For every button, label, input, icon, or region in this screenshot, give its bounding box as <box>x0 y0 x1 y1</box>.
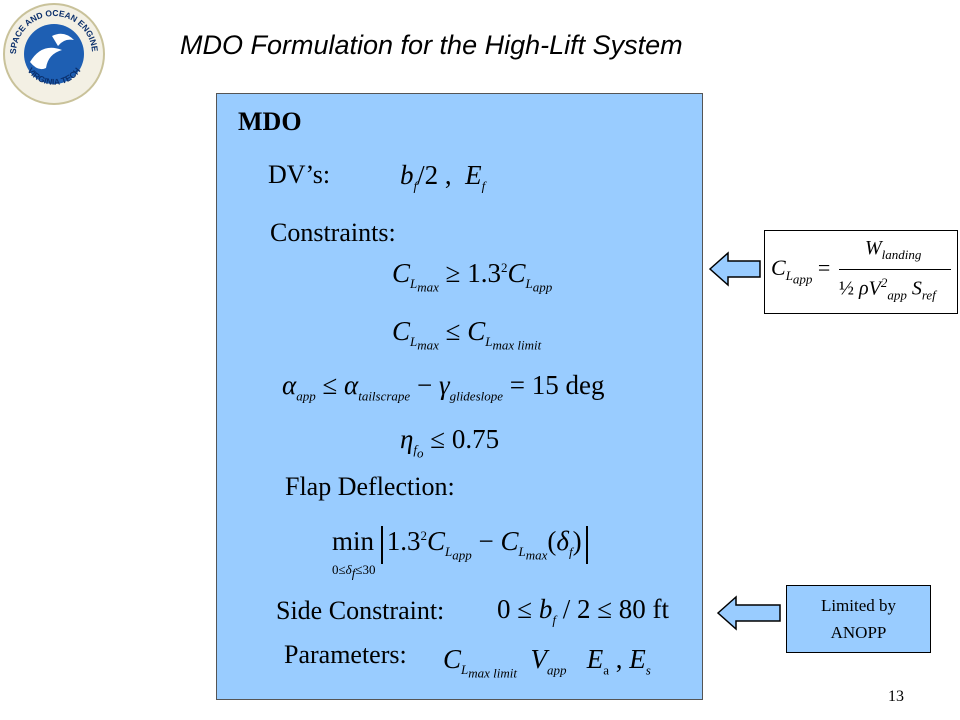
dvs-label: DV’s: <box>268 160 331 189</box>
constraints-label: Constraints: <box>270 218 396 247</box>
flap-objective: min 1.32CLapp − CLmax(δf) <box>332 526 588 564</box>
left-arrow-cl-app <box>708 251 762 292</box>
cl-app-denominator: ½ ρV2app Sref <box>839 275 936 303</box>
mdo-panel <box>216 93 703 700</box>
constraint-eta: ηfo ≤ 0.75 <box>400 424 500 461</box>
flap-deflection-label: Flap Deflection: <box>285 472 455 501</box>
page-number: 13 <box>888 688 904 705</box>
cl-app-formula-box: CLapp = Wlanding ½ ρV2app Sref <box>764 230 958 314</box>
left-arrow-anopp <box>716 595 782 636</box>
cl-app-lhs: CLapp = <box>771 255 831 287</box>
parameters-formula: CLmax limit Vapp Ea , Es <box>443 644 651 681</box>
parameters-label: Parameters: <box>284 640 407 669</box>
flap-min-range: 0≤δf≤30 <box>332 562 376 581</box>
fraction-bar <box>839 269 951 270</box>
constraint-clmax-limit: CLmax ≤ CLmax limit <box>392 316 542 353</box>
cl-app-numerator: Wlanding <box>865 237 922 262</box>
slide-title: MDO Formulation for the High-Lift System <box>180 30 683 60</box>
side-constraint-formula: 0 ≤ bf / 2 ≤ 80 ft <box>497 594 670 628</box>
constraint-clmax-ratio: CLmax ≥ 1.32CLapp <box>392 258 553 295</box>
dvs-formula: bf/2 , Ef <box>400 160 486 194</box>
constraint-alpha-app: αapp ≤ αtailscrape − γglideslope = 15 de… <box>282 370 605 404</box>
logo-graphic: AEROSPACE AND OCEAN ENGINEERING VIRGINIA… <box>0 0 105 105</box>
note-line-2: ANOPP <box>830 623 887 642</box>
note-line-1: Limited by <box>820 596 897 615</box>
mdo-heading: MDO <box>238 107 302 136</box>
side-constraint-label: Side Constraint: <box>276 596 445 625</box>
limited-by-anopp-note: Limited by ANOPP <box>786 585 931 653</box>
virginia-tech-logo: AEROSPACE AND OCEAN ENGINEERING VIRGINIA… <box>0 0 106 106</box>
